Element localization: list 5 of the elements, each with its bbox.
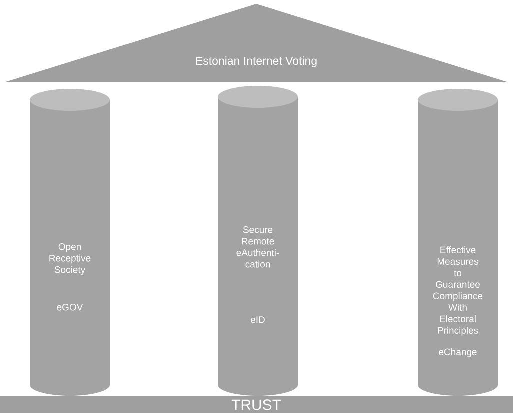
- roof-triangle: Estonian Internet Voting: [6, 4, 507, 82]
- cylinder-pillar: Open Receptive Society eGOV: [30, 89, 110, 396]
- base-bar: TRUST: [0, 396, 513, 413]
- cylinder-pillar: Secure Remote eAuthenti- cation eID: [218, 86, 298, 396]
- cylinder-pillar: Effective Measures to Guarantee Compliance With Electoral Principles eChange: [418, 89, 498, 396]
